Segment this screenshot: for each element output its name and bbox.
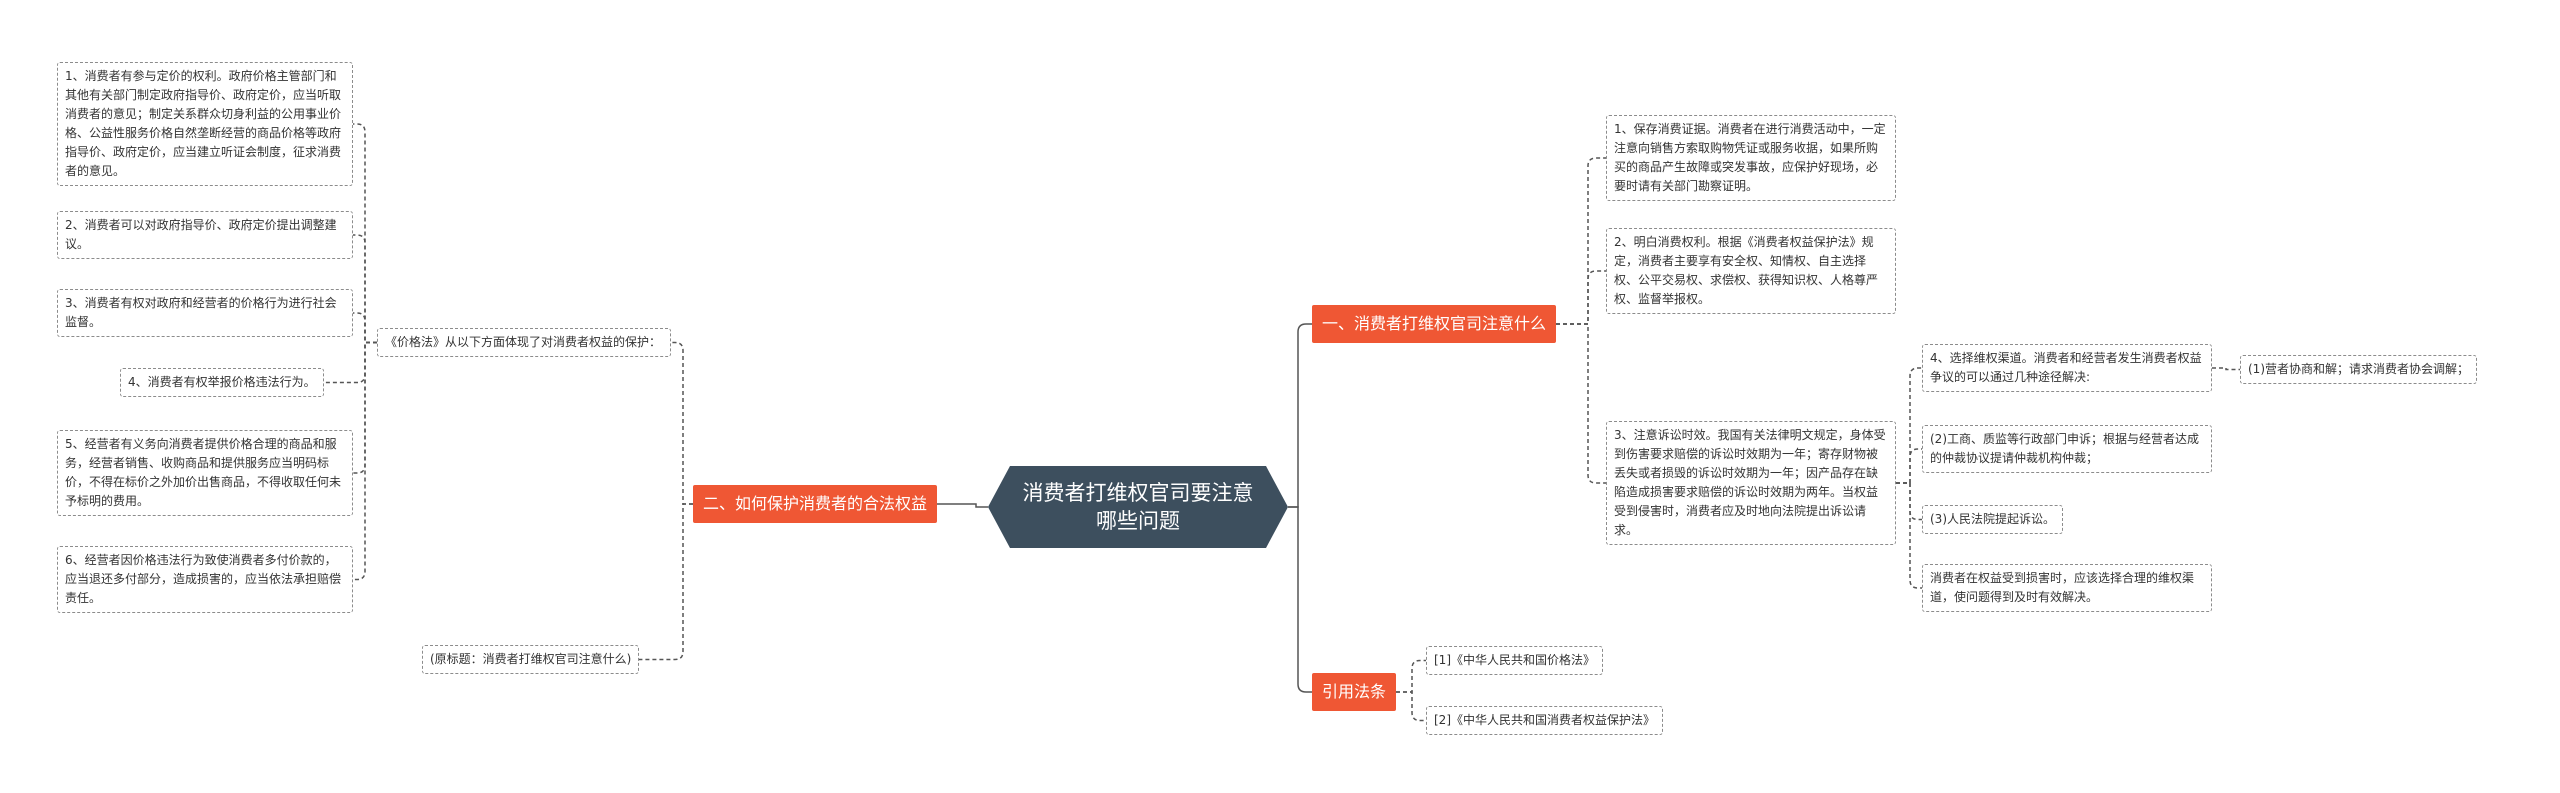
laws-connector: [1396, 691, 1426, 722]
leaf-text: [2]《中华人民共和国消费者权益保护法》: [1434, 713, 1655, 727]
branch-label: 二、如何保护消费者的合法权益: [703, 494, 928, 513]
leaf-text: 3、消费者有权对政府和经营者的价格行为进行社会监督。: [65, 296, 337, 329]
leaf-refund-overpayment[interactable]: 6、经营者因价格违法行为致使消费者多付价款的，应当退还多付部分，造成损害的，应当…: [57, 546, 353, 613]
leaf-negotiate[interactable]: (1)营者协商和解；请求消费者协会调解；: [2240, 355, 2477, 384]
intro-connector: [353, 123, 377, 344]
leaf-text: 2、消费者可以对政府指导价、政府定价提出调整建议。: [65, 218, 337, 251]
leaf-consumer-protection-law[interactable]: [2]《中华人民共和国消费者权益保护法》: [1426, 706, 1663, 735]
leaf-court-lawsuit[interactable]: (3)人民法院提起诉讼。: [1922, 505, 2063, 534]
branch1-connector: [1556, 270, 1606, 325]
root-right-connector: [1288, 506, 1312, 693]
limitation-connector: [1896, 367, 1922, 484]
leaf-price-law-intro[interactable]: 《价格法》从以下方面体现了对消费者权益的保护：: [377, 328, 671, 357]
leaf-text: 4、消费者有权举报价格违法行为。: [128, 375, 316, 389]
branch-cited-laws[interactable]: 引用法条: [1312, 673, 1397, 711]
left-branch-connector: [639, 503, 693, 661]
leaf-text: 1、消费者有参与定价的权利。政府价格主管部门和其他有关部门制定政府指导价、政府定…: [65, 69, 342, 178]
root-left-connector: [937, 503, 988, 508]
branch1-connector: [1556, 323, 1606, 484]
leaf-keep-evidence[interactable]: 1、保存消费证据。消费者在进行消费活动中，一定注意向销售方索取购物凭证或服务收据…: [1606, 115, 1896, 201]
leaf-text: (原标题：消费者打维权官司注意什么): [430, 652, 632, 666]
root-topic-label: 消费者打维权官司要注意哪些问题: [1022, 481, 1254, 533]
leaf-text: 1、保存消费证据。消费者在进行消费活动中，一定注意向销售方索取购物凭证或服务收据…: [1614, 122, 1886, 193]
limitation-connector: [1896, 482, 1922, 589]
channel-connector: [2212, 367, 2240, 371]
leaf-choose-channel[interactable]: 4、选择维权渠道。消费者和经营者发生消费者权益争议的可以通过几种途径解决:: [1922, 344, 2212, 392]
leaf-text: [1]《中华人民共和国价格法》: [1434, 653, 1595, 667]
leaf-administrative-complaint[interactable]: (2)工商、质监等行政部门申诉；根据与经营者达成的仲裁协议提请仲裁机构仲裁；: [1922, 425, 2212, 473]
leaf-text: (3)人民法院提起诉讼。: [1930, 512, 2055, 526]
leaf-text: 3、注意诉讼时效。我国有关法律明文规定，身体受到伤害要求赔偿的诉讼时效期为一年；…: [1614, 428, 1886, 537]
leaf-original-title[interactable]: (原标题：消费者打维权官司注意什么): [422, 645, 640, 674]
leaf-text: 《价格法》从以下方面体现了对消费者权益的保护：: [385, 335, 662, 349]
root-right-connector: [1288, 323, 1312, 508]
branch-label: 一、消费者打维权官司注意什么: [1322, 314, 1547, 333]
branch-label: 引用法条: [1322, 682, 1387, 701]
root-topic[interactable]: 消费者打维权官司要注意哪些问题: [988, 466, 1288, 548]
leaf-price-law[interactable]: [1]《中华人民共和国价格法》: [1426, 646, 1603, 675]
leaf-limitation-period[interactable]: 3、注意诉讼时效。我国有关法律明文规定，身体受到伤害要求赔偿的诉讼时效期为一年；…: [1606, 421, 1896, 545]
branch1-connector: [1556, 157, 1606, 325]
leaf-adjustment-suggestion[interactable]: 2、消费者可以对政府指导价、政府定价提出调整建议。: [57, 211, 353, 259]
leaf-text: 5、经营者有义务向消费者提供价格合理的商品和服务，经营者销售、收购商品和提供服务…: [65, 437, 342, 508]
leaf-pricing-participation[interactable]: 1、消费者有参与定价的权利。政府价格主管部门和其他有关部门制定政府指导价、政府定…: [57, 62, 353, 186]
laws-connector: [1396, 659, 1426, 693]
leaf-report-violations[interactable]: 4、消费者有权举报价格违法行为。: [120, 368, 324, 397]
leaf-reasonable-pricing[interactable]: 5、经营者有义务向消费者提供价格合理的商品和服务，经营者销售、收购商品和提供服务…: [57, 430, 353, 516]
leaf-social-supervision[interactable]: 3、消费者有权对政府和经营者的价格行为进行社会监督。: [57, 289, 353, 337]
branch-consumer-lawsuit-tips[interactable]: 一、消费者打维权官司注意什么: [1312, 305, 1557, 343]
limitation-connector: [1896, 448, 1922, 484]
leaf-know-rights[interactable]: 2、明白消费权利。根据《消费者权益保护法》规定，消费者主要享有安全权、知情权、自…: [1606, 228, 1896, 314]
leaf-text: 2、明白消费权利。根据《消费者权益保护法》规定，消费者主要享有安全权、知情权、自…: [1614, 235, 1879, 306]
leaf-text: (2)工商、质监等行政部门申诉；根据与经营者达成的仲裁协议提请仲裁机构仲裁；: [1930, 432, 2199, 465]
limitation-connector: [1896, 482, 1922, 521]
intro-connector: [353, 312, 377, 344]
intro-connector: [353, 341, 377, 581]
intro-connector: [324, 341, 377, 384]
leaf-text: 6、经营者因价格违法行为致使消费者多付价款的，应当退还多付部分，造成损害的，应当…: [65, 553, 342, 605]
left-branch-connector: [671, 341, 693, 505]
leaf-text: 消费者在权益受到损害时，应该选择合理的维权渠道，使问题得到及时有效解决。: [1930, 571, 2195, 604]
branch-protect-consumer-rights[interactable]: 二、如何保护消费者的合法权益: [693, 485, 938, 523]
leaf-text: (1)营者协商和解；请求消费者协会调解；: [2248, 362, 2469, 376]
leaf-text: 4、选择维权渠道。消费者和经营者发生消费者权益争议的可以通过几种途径解决:: [1930, 351, 2202, 384]
leaf-choose-reasonable-channel[interactable]: 消费者在权益受到损害时，应该选择合理的维权渠道，使问题得到及时有效解决。: [1922, 564, 2212, 612]
